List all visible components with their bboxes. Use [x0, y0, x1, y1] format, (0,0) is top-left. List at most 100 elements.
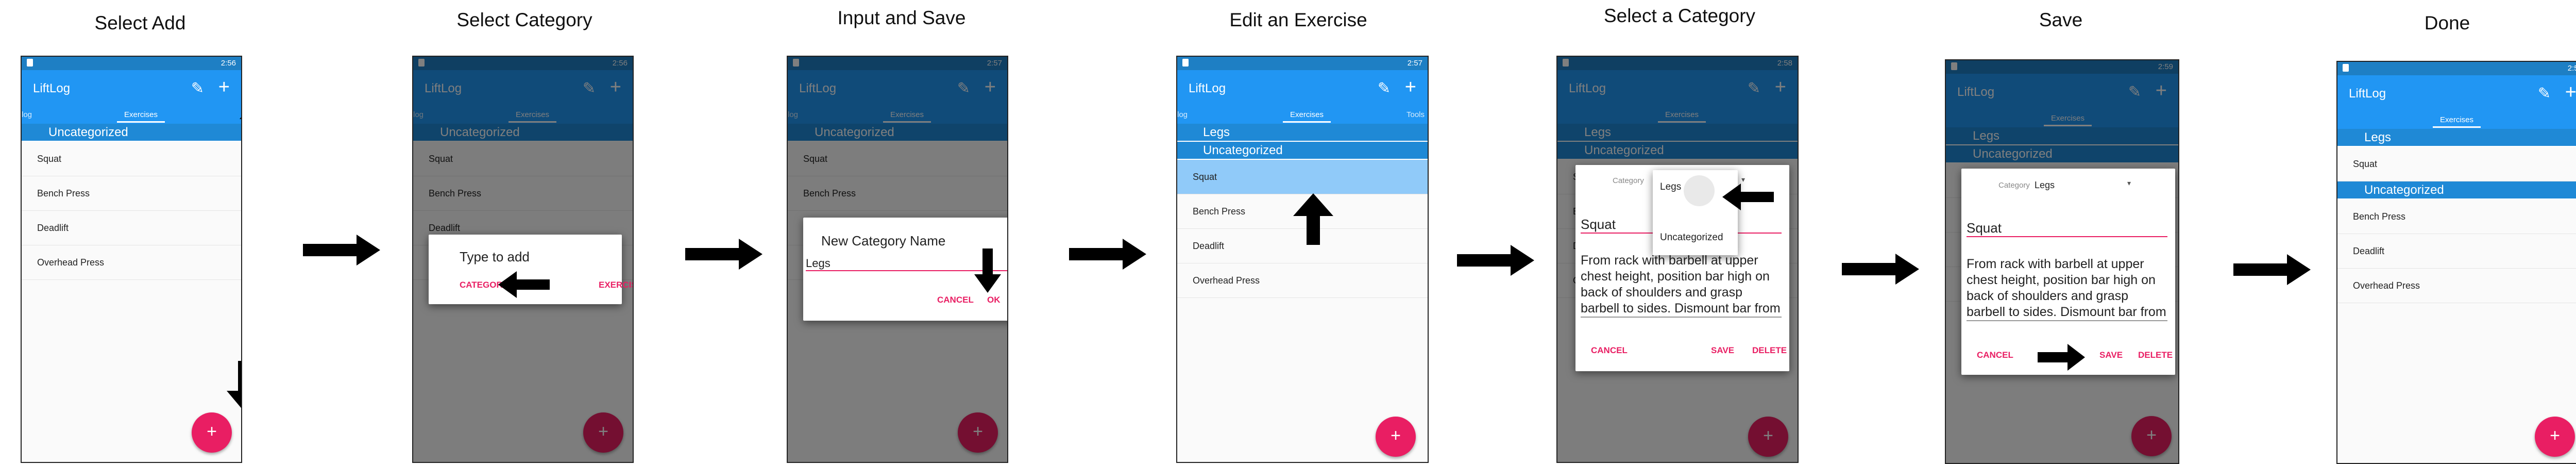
phone-step-5: 2:58 LiftLog ✎ + Exercises Legs Uncatego…: [1556, 56, 1799, 463]
add-fab-button[interactable]: +: [192, 412, 232, 453]
category-dropdown: Legs Uncategorized: [1653, 170, 1738, 255]
tab-bar: Exercises: [2337, 112, 2576, 129]
list-item[interactable]: Squat: [2337, 147, 2576, 181]
arrow-down-icon: [227, 361, 242, 410]
flow-arrow-icon: [1069, 239, 1146, 270]
cancel-button[interactable]: CANCEL: [937, 295, 974, 305]
list-item[interactable]: Overhead Press: [22, 245, 241, 280]
phone-step-6: 2:59 LiftLog ✎ + Exercises Legs Uncatego…: [1945, 59, 2179, 464]
cancel-button[interactable]: CANCEL: [1591, 345, 1628, 356]
step-title-5: Select a Category: [1597, 5, 1762, 27]
list-item[interactable]: Bench Press: [2337, 200, 2576, 234]
plus-icon[interactable]: +: [1405, 76, 1416, 98]
arrow-up-icon: [240, 101, 242, 157]
cancel-button[interactable]: CANCEL: [1977, 350, 2013, 360]
status-bar: 2:59: [2337, 62, 2576, 75]
arrow-down-icon: [974, 248, 1001, 293]
flow-arrow-icon: [2233, 254, 2311, 285]
tab-log[interactable]: log: [1177, 110, 1188, 119]
phone-step-4: 2:57 LiftLog ✎ + log Exercises Tools Leg…: [1176, 56, 1429, 463]
list-item[interactable]: Bench Press: [22, 176, 241, 211]
plus-icon[interactable]: +: [218, 76, 230, 98]
app-title: LiftLog: [1189, 81, 1226, 96]
category-label: Category: [1613, 176, 1644, 185]
category-label: Category: [1998, 181, 2030, 190]
exercise-name-input[interactable]: Squat: [1967, 220, 2167, 237]
exercise-button[interactable]: EXERCISE: [599, 280, 634, 290]
touch-ripple: [1684, 175, 1715, 206]
category-select[interactable]: Legs: [2035, 180, 2055, 191]
dialog-title: Type to add: [460, 249, 530, 265]
arrow-right-icon: [2038, 344, 2085, 371]
tab-log[interactable]: log: [22, 110, 32, 119]
exercise-description-input[interactable]: From rack with barbell at upper chest he…: [1967, 256, 2167, 321]
step-title-7: Done: [2370, 12, 2524, 34]
dropdown-chevron-icon[interactable]: ▾: [2127, 179, 2131, 188]
tab-exercises[interactable]: Exercises: [117, 110, 165, 123]
category-row-uncategorized[interactable]: Uncategorized: [2337, 181, 2576, 200]
status-time: 2:56: [221, 59, 236, 68]
app-bar: LiftLog ✎ +: [1177, 70, 1428, 107]
dropdown-option-uncategorized[interactable]: Uncategorized: [1660, 232, 1723, 243]
pencil-icon[interactable]: ✎: [2538, 85, 2551, 103]
step-title-1: Select Add: [63, 12, 217, 34]
category-row-legs[interactable]: Legs: [1177, 124, 1428, 142]
dropdown-option-legs[interactable]: Legs: [1660, 181, 1681, 193]
flow-arrow-icon: [685, 239, 762, 270]
phone-step-7: 2:59 LiftLog ✎ + Exercises Legs Squat Un…: [2336, 61, 2576, 464]
tab-exercises[interactable]: Exercises: [2433, 115, 2481, 128]
tab-exercises[interactable]: Exercises: [1283, 110, 1331, 123]
list-item[interactable]: Deadlift: [2337, 234, 2576, 269]
tab-tools[interactable]: Tools: [1406, 110, 1425, 119]
dialog-title: New Category Name: [821, 233, 945, 249]
status-time: 2:59: [2568, 64, 2576, 73]
notification-icon: [1182, 59, 1189, 67]
step-title-2: Select Category: [447, 9, 602, 31]
category-row-uncategorized[interactable]: Uncategorized: [1177, 142, 1428, 160]
ok-button[interactable]: OK: [987, 295, 1001, 305]
add-fab-button[interactable]: +: [1376, 417, 1416, 457]
flow-arrow-icon: [1842, 254, 1919, 285]
app-title: LiftLog: [33, 81, 70, 96]
category-row-legs[interactable]: Legs: [2337, 129, 2576, 147]
list-item[interactable]: Overhead Press: [2337, 269, 2576, 303]
add-fab-button[interactable]: +: [2535, 417, 2575, 457]
step-title-4: Edit an Exercise: [1216, 9, 1381, 31]
list-item-selected[interactable]: Squat: [1177, 160, 1428, 194]
list-item[interactable]: Squat: [22, 142, 241, 176]
arrow-left-icon: [1722, 184, 1774, 210]
flow-arrow-icon: [303, 235, 380, 266]
phone-step-3: 2:57 LiftLog ✎ + log Exercises Uncategor…: [787, 56, 1008, 463]
exercise-list: Legs Uncategorized Squat Bench Press Dea…: [1177, 124, 1428, 462]
tab-bar: log Exercises Tools: [1177, 107, 1428, 124]
status-bar: 2:56: [22, 57, 241, 70]
status-time: 2:57: [1408, 59, 1422, 68]
arrow-left-icon: [498, 271, 550, 298]
notification-icon: [2343, 64, 2349, 72]
phone-step-2: 2:56 LiftLog ✎ + log Exercises Uncategor…: [412, 56, 634, 463]
status-bar: 2:57: [1177, 57, 1428, 70]
category-row-uncategorized[interactable]: Uncategorized: [22, 124, 241, 142]
app-title: LiftLog: [2349, 87, 2386, 101]
notification-icon: [27, 59, 33, 67]
delete-button[interactable]: DELETE: [2138, 350, 2173, 360]
exercise-description-input[interactable]: From rack with barbell at upper chest he…: [1581, 253, 1782, 318]
step-title-3: Input and Save: [824, 7, 979, 29]
arrow-up-icon: [1293, 193, 1333, 245]
app-bar: LiftLog ✎ +: [22, 70, 241, 107]
pencil-icon[interactable]: ✎: [191, 79, 204, 97]
exercise-list: Uncategorized Squat Bench Press Deadlift…: [22, 124, 241, 462]
delete-button[interactable]: DELETE: [1752, 345, 1787, 356]
exercise-list: Legs Squat Uncategorized Bench Press Dea…: [2337, 129, 2576, 463]
list-item[interactable]: Overhead Press: [1177, 263, 1428, 298]
save-button[interactable]: SAVE: [1711, 345, 1734, 356]
list-item[interactable]: Deadlift: [22, 211, 241, 245]
dropdown-chevron-icon[interactable]: ▾: [1741, 175, 1745, 184]
step-title-6: Save: [1984, 9, 2138, 31]
pencil-icon[interactable]: ✎: [1378, 79, 1391, 97]
plus-icon[interactable]: +: [2565, 81, 2576, 104]
app-bar: LiftLog ✎ +: [2337, 75, 2576, 112]
tab-bar: log Exercises: [22, 107, 241, 124]
phone-step-1: 2:56 LiftLog ✎ + log Exercises Uncategor…: [21, 56, 242, 463]
save-button[interactable]: SAVE: [2099, 350, 2123, 360]
